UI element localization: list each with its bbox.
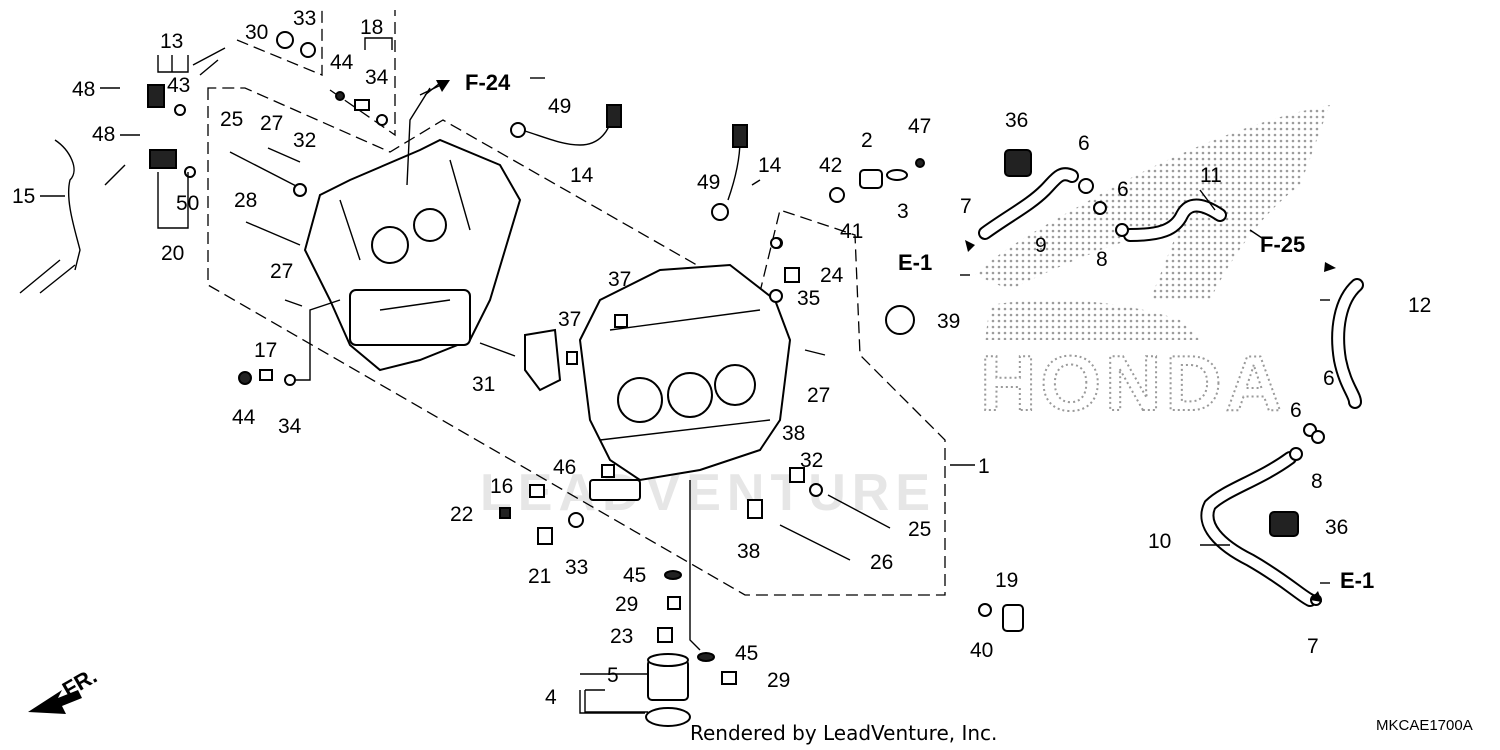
- callout-10: 10: [1148, 530, 1171, 553]
- callout-7-a: 7: [960, 195, 972, 218]
- callout-27-b: 27: [270, 260, 293, 283]
- callout-26: 26: [870, 551, 893, 574]
- small-parts: [147, 31, 1024, 685]
- callout-34-b: 34: [278, 415, 302, 438]
- callout-39: 39: [937, 310, 960, 333]
- callout-28: 28: [234, 189, 257, 212]
- callout-38-a: 38: [782, 422, 805, 445]
- callout-18: 18: [360, 16, 383, 39]
- callout-4: 4: [545, 686, 557, 709]
- callout-13: 13: [160, 30, 183, 53]
- callout-numbers: 1 2 3 4 5 6 6 6 6 7 7 8 8 9 10 11 12 13 …: [12, 7, 1431, 709]
- callout-29-b: 29: [767, 669, 790, 692]
- ref-e1-left: E-1: [898, 250, 932, 275]
- hose-clips: [770, 178, 1325, 606]
- honda-wordmark: HONDA: [980, 339, 1286, 427]
- bolt-group-outline: [329, 10, 396, 137]
- callout-11: 11: [1200, 164, 1222, 187]
- callout-37-a: 37: [608, 268, 631, 291]
- callout-7-b: 7: [1307, 635, 1319, 658]
- callout-33-b: 33: [565, 556, 588, 579]
- reference-arrows: [28, 80, 1336, 714]
- callout-8-b: 8: [1311, 470, 1323, 493]
- lower-crankcase: [578, 263, 792, 501]
- long-bolts: [229, 147, 891, 561]
- callout-49-a: 49: [548, 95, 571, 118]
- callout-48-a: 48: [72, 78, 95, 101]
- callout-3: 3: [897, 200, 909, 223]
- callout-31: 31: [472, 373, 495, 396]
- callout-34-a: 34: [365, 66, 389, 89]
- callout-15: 15: [12, 185, 35, 208]
- callout-25-b: 25: [908, 518, 931, 541]
- diagram-code: MKCAE1700A: [1376, 717, 1473, 734]
- callout-50: 50: [176, 192, 199, 215]
- callout-27-c: 27: [807, 384, 830, 407]
- ref-f24: F-24: [465, 70, 511, 95]
- callout-45-a: 45: [623, 564, 646, 587]
- callout-17: 17: [254, 339, 277, 362]
- callout-29-a: 29: [615, 593, 638, 616]
- callout-36-b: 36: [1325, 516, 1348, 539]
- callout-8-a: 8: [1096, 248, 1108, 271]
- ref-e1-right: E-1: [1340, 568, 1374, 593]
- callout-leaders: [19, 37, 1330, 714]
- callout-36-a: 36: [1005, 109, 1028, 132]
- callout-24: 24: [820, 264, 844, 287]
- callout-44-b: 44: [232, 406, 256, 429]
- callout-25-a: 25: [220, 108, 243, 131]
- callout-42: 42: [819, 154, 842, 177]
- callout-44-a: 44: [330, 51, 354, 74]
- sensor-wires: [54, 104, 1032, 271]
- honda-logo: HONDA: [975, 105, 1330, 428]
- callout-38-b: 38: [737, 540, 760, 563]
- sensor-group-outline: [236, 10, 323, 76]
- callout-37-b: 37: [558, 308, 581, 331]
- callout-6-c: 6: [1323, 367, 1335, 390]
- callout-33-a: 33: [293, 7, 316, 30]
- callout-49-b: 49: [697, 171, 720, 194]
- callout-32-a: 32: [293, 129, 316, 152]
- callout-14-b: 14: [758, 154, 782, 177]
- callout-43: 43: [167, 74, 190, 97]
- front-arrow-icon: [28, 690, 82, 714]
- callout-46: 46: [553, 456, 576, 479]
- callout-23: 23: [610, 625, 633, 648]
- callout-14-a: 14: [570, 164, 594, 187]
- callout-1: 1: [978, 455, 990, 478]
- callout-9: 9: [1035, 234, 1047, 257]
- callout-32-b: 32: [800, 449, 823, 472]
- callout-48-b: 48: [92, 123, 115, 146]
- watermark: LEADVENTURE: [480, 464, 936, 522]
- callout-2: 2: [861, 129, 873, 152]
- upper-crankcase: [303, 138, 522, 372]
- callout-40: 40: [970, 639, 993, 662]
- callout-20: 20: [161, 242, 184, 265]
- callout-16: 16: [490, 475, 513, 498]
- rendered-by-credit: Rendered by LeadVenture, Inc.: [690, 721, 997, 745]
- callout-30: 30: [245, 21, 268, 44]
- bearing-holder: [524, 328, 562, 392]
- callout-19: 19: [995, 569, 1018, 592]
- callout-5: 5: [607, 664, 619, 687]
- callout-12: 12: [1408, 294, 1431, 317]
- oil-filter: [645, 653, 691, 727]
- callout-6-d: 6: [1290, 399, 1302, 422]
- callout-47: 47: [908, 115, 931, 138]
- ref-f25: F-25: [1260, 232, 1305, 257]
- callout-27-a: 27: [260, 112, 283, 135]
- callout-22: 22: [450, 503, 473, 526]
- callout-41: 41: [840, 220, 863, 243]
- water-hoses: [978, 167, 1364, 607]
- upper-crankcase-outline: [207, 87, 946, 596]
- callout-6-b: 6: [1117, 178, 1129, 201]
- callout-45-b: 45: [735, 642, 758, 665]
- callout-21: 21: [528, 565, 551, 588]
- callout-35: 35: [797, 287, 820, 310]
- callout-6-a: 6: [1078, 132, 1090, 155]
